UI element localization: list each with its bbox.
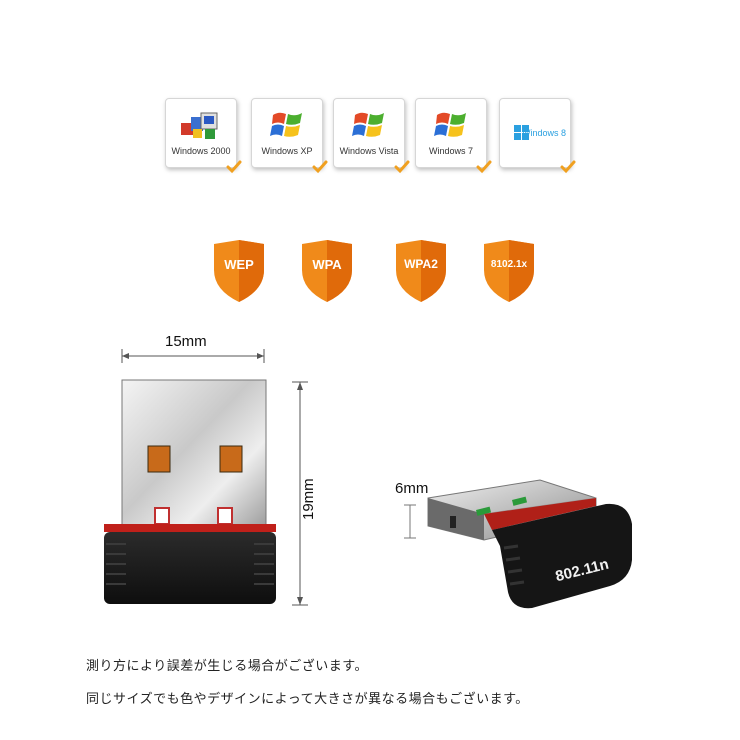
- height-dimension-arrow: [292, 381, 308, 606]
- os-badge-windows-xp: Windows XP: [251, 98, 328, 174]
- shield-badge-wep: WEP: [210, 240, 268, 304]
- shield-badge-wpa: WPA: [298, 240, 356, 304]
- windows-7-logo-icon: [434, 112, 466, 137]
- os-badge-name: Windows XP: [261, 146, 313, 156]
- shield-badge-wpa2: WPA2: [392, 240, 450, 304]
- width-dimension-arrow: [121, 349, 265, 363]
- thickness-dimension-label: 6mm: [395, 480, 429, 497]
- thickness-dimension-arrow: [404, 504, 416, 539]
- usb-adapter-front-view: [104, 379, 276, 604]
- windows-2000-logo-icon: [181, 112, 218, 139]
- height-dimension-label: 19mm: [300, 478, 317, 520]
- shield-icon: [302, 240, 352, 302]
- checkmark-icon: [394, 160, 410, 174]
- checkmark-icon: [226, 160, 242, 174]
- usb-adapter-side-view: [427, 479, 632, 609]
- shield-icon: [396, 240, 446, 302]
- windows-xp-logo-icon: [270, 112, 302, 137]
- note-size-variation: 同じサイズでも色やデザインによって大きさが異なる場合もございます。: [86, 692, 529, 707]
- checkmark-icon: [476, 160, 492, 174]
- security-protocol-row: WEP WPA WPA2 8102.1x: [210, 240, 550, 306]
- os-badge-name: Windows 8: [521, 128, 566, 138]
- note-measurement-error: 測り方により誤差が生じる場合がございます。: [86, 659, 368, 674]
- shield-label: WPA: [312, 257, 342, 272]
- windows-8-logo-icon: [514, 125, 529, 140]
- width-dimension-label: 15mm: [165, 333, 207, 350]
- os-badge-name: Windows 2000: [171, 146, 231, 156]
- shield-label: WEP: [224, 257, 254, 272]
- os-badge-windows-2000: Windows 2000: [165, 98, 242, 174]
- shield-icon: [214, 240, 264, 302]
- shield-label: 8102.1x: [490, 259, 528, 270]
- windows-vista-logo-icon: [352, 112, 384, 137]
- shield-icon: [484, 240, 534, 302]
- checkmark-icon: [560, 160, 576, 174]
- shield-badge-8102-1x: 8102.1x: [480, 240, 538, 304]
- os-badge-name: Windows Vista: [339, 146, 399, 156]
- shield-label: WPA2: [404, 257, 438, 271]
- os-badge-windows-vista: Windows Vista: [333, 98, 410, 174]
- os-badge-name: Windows 7: [428, 146, 473, 156]
- checkmark-icon: [312, 160, 328, 174]
- os-compatibility-row: Windows 2000 Windows XP Windows Vista Wi…: [165, 98, 585, 178]
- os-badge-windows-7: Windows 7: [415, 98, 492, 174]
- os-badge-windows-8: Windows 8: [499, 98, 576, 174]
